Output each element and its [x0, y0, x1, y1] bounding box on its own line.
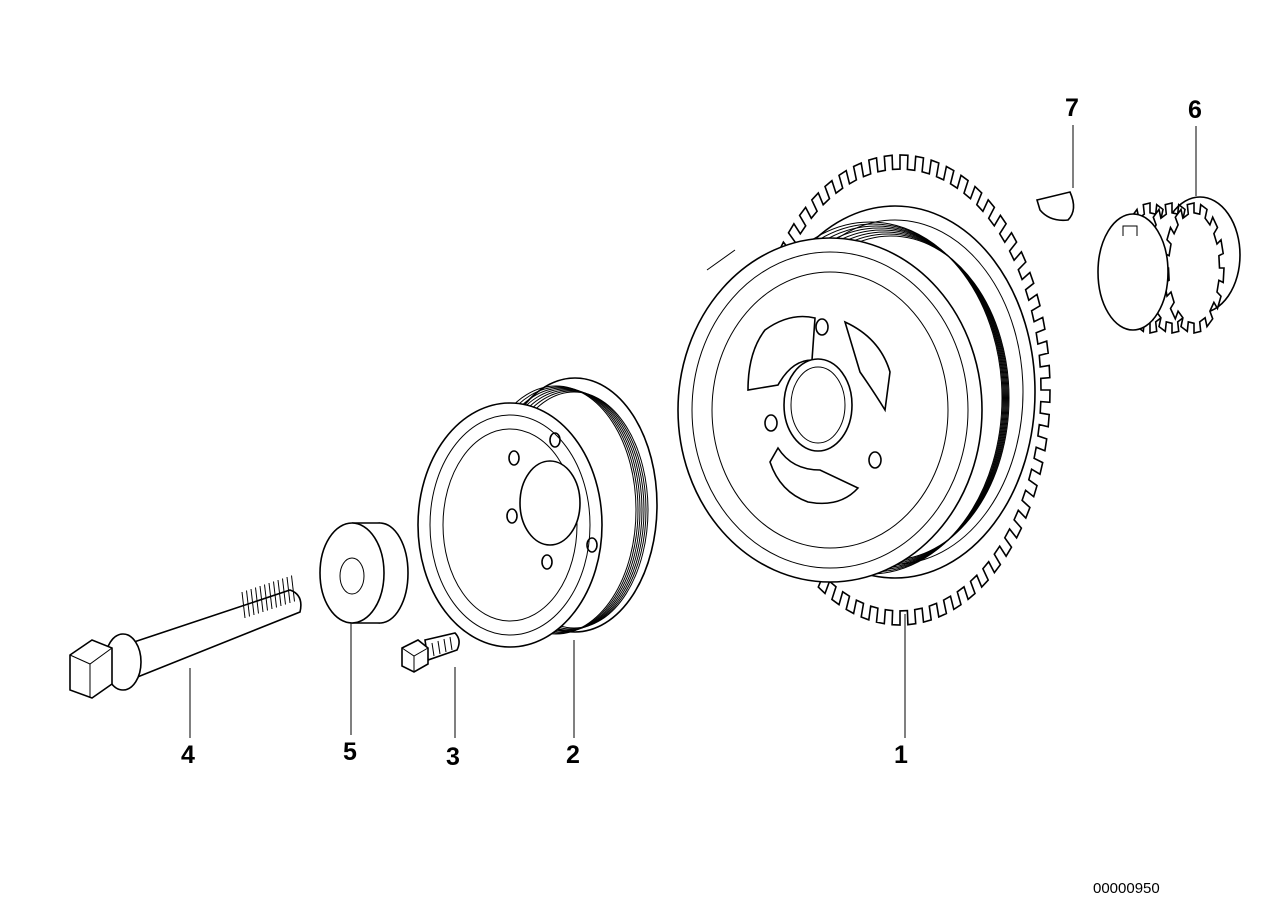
bolt-thread [268, 582, 273, 610]
leader-lines [189, 125, 1197, 738]
part-number-3: 3 [446, 743, 460, 771]
bolt-thread [286, 576, 291, 604]
part-6-sprocket [1097, 196, 1241, 335]
bolt-thread [291, 575, 295, 602]
bolt-thread [273, 581, 277, 608]
bolt-thread [255, 587, 259, 614]
document-number: 00000950 [1093, 880, 1160, 897]
bolt-thread [241, 591, 246, 619]
part-number-7: 7 [1065, 94, 1079, 122]
part-3-hex-bolt [401, 632, 460, 673]
bolt-thread [246, 590, 250, 617]
bolt-thread [282, 578, 286, 605]
part-4-central-bolt [69, 575, 302, 699]
part-number-4: 4 [181, 741, 195, 769]
part-7-woodruff-key [1035, 191, 1075, 222]
part-2-belt-pulley [417, 377, 658, 648]
bolt-thread [277, 579, 282, 607]
part-number-2: 2 [566, 741, 580, 769]
part-number-1: 1 [894, 741, 908, 769]
part-5-spacer-sleeve [319, 522, 409, 624]
bolt-thread [250, 588, 255, 616]
bolt-thread [264, 584, 268, 611]
bolt-thread [259, 585, 264, 613]
part-number-5: 5 [343, 738, 357, 766]
part-number-6: 6 [1188, 96, 1202, 124]
part-1-vibration-damper [677, 154, 1051, 626]
